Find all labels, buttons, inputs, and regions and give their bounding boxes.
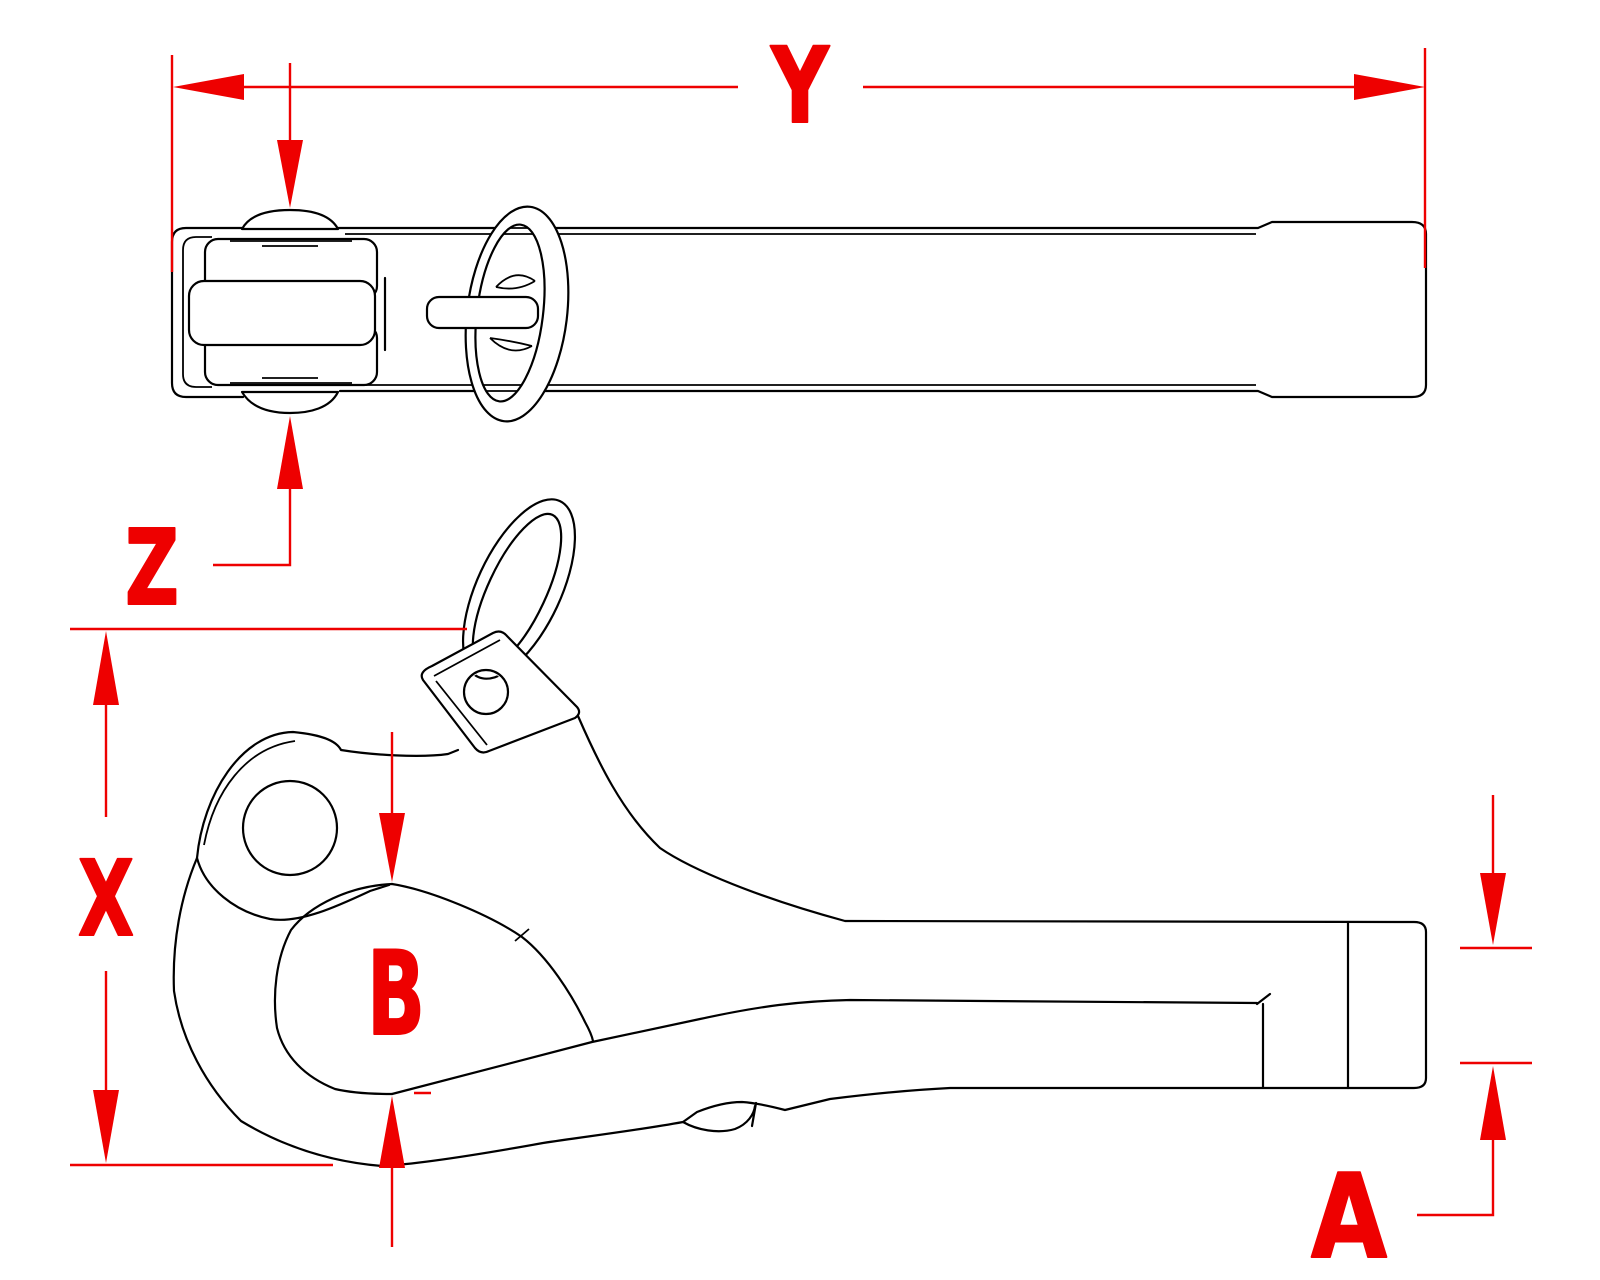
- ring-tab-hole: [462, 668, 510, 716]
- dim-B-arrow-bottom: [379, 1096, 405, 1168]
- dim-A-leader: [1417, 1140, 1495, 1217]
- dim-label-B: B: [367, 927, 425, 1062]
- dim-X-arrow-bottom: [93, 1090, 119, 1163]
- dim-A-arrow-bottom: [1480, 1066, 1506, 1140]
- dimensions: Y Z X B: [70, 24, 1532, 1280]
- pivot-hole: [241, 779, 339, 877]
- bar-outline: [170, 220, 1428, 399]
- dim-Y-arrow-left: [173, 74, 244, 100]
- dim-label-Z: Z: [125, 507, 179, 629]
- dim-A-arrow-top: [1480, 873, 1506, 945]
- dim-B: B: [366, 732, 431, 1247]
- ring-tab-edge-lines: [433, 639, 501, 746]
- ring-seg: [466, 672, 506, 680]
- opening-tick: [514, 928, 530, 942]
- retaining-pin: [425, 295, 540, 330]
- dim-Y-arrow-right: [1354, 74, 1425, 100]
- dim-Z: Z: [124, 63, 303, 630]
- dim-Z-leader: [213, 489, 292, 567]
- clevis-endcap-line: [182, 236, 212, 388]
- pin-boss-top: [240, 208, 340, 231]
- boss-under-arc: [195, 856, 391, 921]
- pin-boss-bottom: [240, 390, 340, 415]
- dim-label-X: X: [78, 838, 134, 960]
- dim-label-Y: Y: [769, 25, 830, 147]
- arm-underside: [390, 998, 1259, 1096]
- latch-step: [1255, 992, 1272, 1089]
- opening-left-edge: [273, 882, 394, 1096]
- top-view: [170, 205, 1428, 423]
- body-outline: [172, 714, 1428, 1168]
- dim-Z-arrow-bottom: [277, 416, 303, 489]
- bar-eye-lower: [489, 337, 533, 352]
- clevis-slot: [187, 279, 377, 347]
- dim-B-arrow-top: [379, 813, 405, 882]
- dim-label-A: A: [1311, 1150, 1387, 1280]
- boss-inner-arc: [203, 740, 296, 846]
- dim-Z-arrow-top: [277, 140, 303, 208]
- dim-X: X: [70, 627, 467, 1167]
- dim-Y: Y: [170, 24, 1427, 272]
- bar-eye-upper: [495, 274, 536, 290]
- opening-right-edge: [390, 882, 595, 1043]
- ring-through-hole: [466, 672, 506, 680]
- dim-A: A: [1310, 795, 1532, 1280]
- dim-X-arrow-top: [93, 631, 119, 705]
- tongue-detail: [681, 1101, 758, 1133]
- side-view: [172, 498, 1428, 1168]
